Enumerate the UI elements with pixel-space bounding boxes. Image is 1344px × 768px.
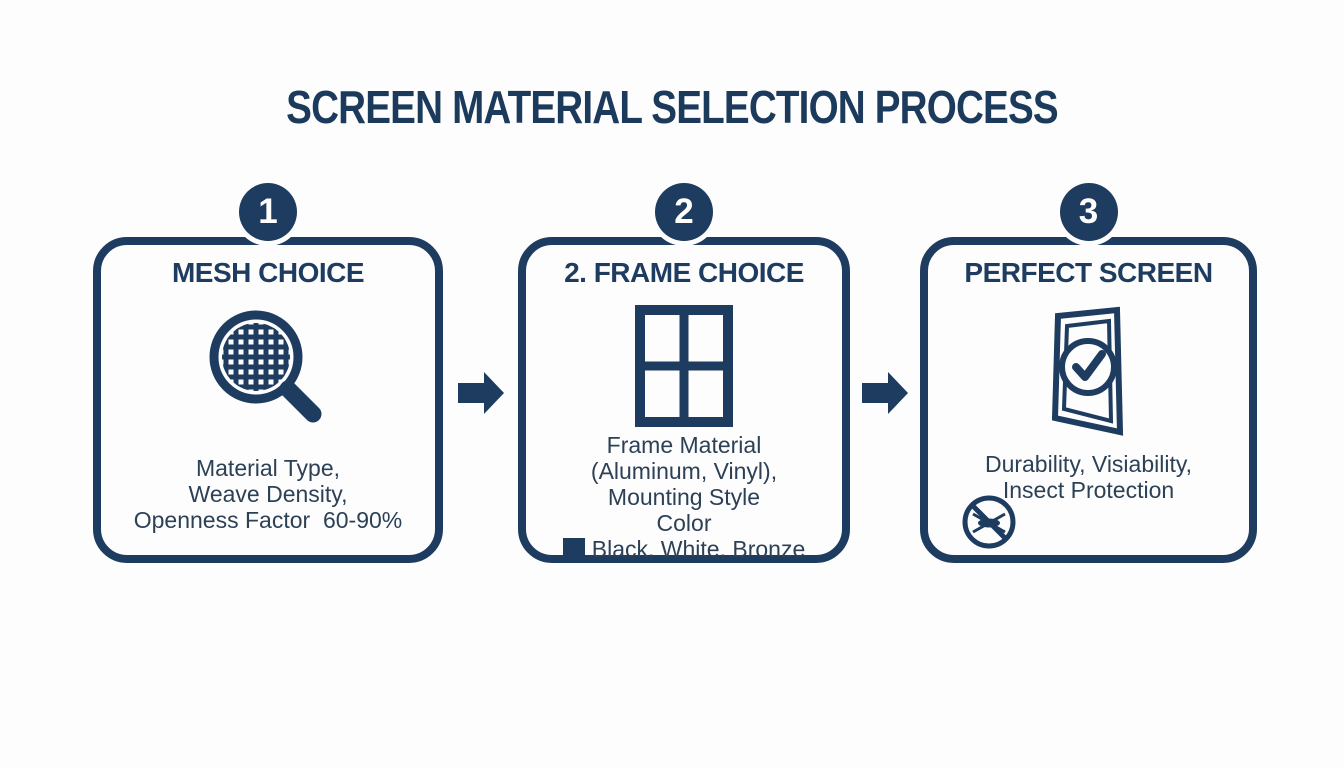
color-swatch-icon [562, 538, 585, 560]
no-insects-icon [960, 493, 1018, 556]
step-card-mesh-choice: 1 MESH CHOICE [93, 183, 443, 563]
step-2-title: 2. FRAME CHOICE [564, 257, 804, 288]
text-line: Insect Protection [1002, 477, 1175, 503]
step-2-badge: 2 [655, 183, 713, 241]
text-line: Material Type, [195, 455, 341, 481]
step-card-frame-choice: 2 2. FRAME CHOICE Frame Material (Alumin… [518, 183, 850, 563]
text-line: Color [656, 510, 712, 536]
text-line: Frame Material [606, 432, 762, 458]
flow-connector-1 [443, 237, 518, 563]
process-flow: 1 MESH CHOICE [93, 183, 1257, 563]
text-line: Mounting Style [607, 484, 761, 510]
arrow-right-icon [457, 372, 504, 414]
window-frame-icon [526, 305, 842, 437]
step-card-perfect-screen: 3 PERFECT SCREEN Durability, Visiability… [920, 183, 1257, 563]
text-line: (Aluminum, Vinyl), [590, 458, 778, 484]
frame-color-options: Black, White, Bronze [526, 536, 842, 562]
frame-colors-label: Black, White, Bronze [591, 536, 806, 562]
step-1-badge: 1 [239, 183, 297, 241]
step-3-title: PERFECT SCREEN [964, 257, 1213, 288]
arrow-right-icon [862, 372, 908, 414]
step-1-title: MESH CHOICE [171, 257, 365, 288]
mesh-magnifier-icon [101, 305, 435, 437]
step-3-description: Durability, Visiability, Insect Protecti… [928, 451, 1249, 503]
step-2-description: Frame Material (Aluminum, Vinyl), Mounti… [526, 432, 842, 562]
screen-check-icon [928, 305, 1249, 437]
step-1-description: Material Type, Weave Density, Openness F… [101, 455, 435, 533]
text-line: Durability, Visiability, [984, 451, 1193, 477]
text-line: Weave Density, [188, 481, 348, 507]
page-title: SCREEN MATERIAL SELECTION PROCESS [286, 81, 1058, 133]
text-line: Openness Factor 60-90% [133, 507, 403, 533]
flow-connector-2 [850, 237, 920, 563]
step-3-badge: 3 [1059, 183, 1118, 241]
